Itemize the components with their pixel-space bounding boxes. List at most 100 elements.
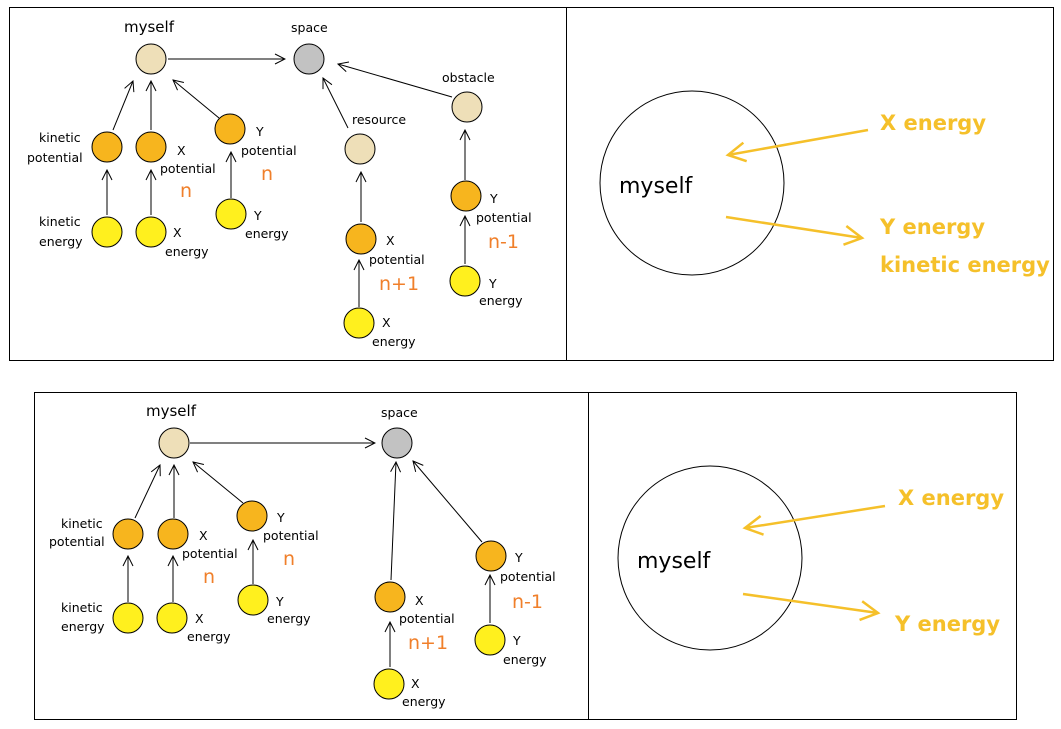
node-y-potential xyxy=(214,113,246,145)
label-obs-y-energy-line1: Y xyxy=(488,276,497,291)
node-space xyxy=(381,427,413,459)
label-res-x-potential-n: n+1 xyxy=(379,273,419,295)
label-x-potential-n: n xyxy=(203,566,215,588)
label-kinetic-potential-line2: potential xyxy=(27,150,83,165)
label-x-potential-n: n xyxy=(180,180,192,202)
label-x-potential-line2: potential xyxy=(182,546,238,561)
node-x-energy xyxy=(156,602,188,634)
label-res-x-potential-line1: X xyxy=(386,233,395,248)
top-x-energy-label: X energy xyxy=(880,111,986,135)
label-res-x-energy-line2: energy xyxy=(402,694,446,709)
label-y-energy-line2: energy xyxy=(267,611,311,626)
top-myself-circle xyxy=(599,90,785,276)
bottom-y-energy-label: Y energy xyxy=(894,612,1000,636)
node-kinetic-potential xyxy=(112,518,144,550)
label-y-energy-line2: energy xyxy=(245,226,289,241)
label-x-potential-line1: X xyxy=(199,528,208,543)
label-obs-y-potential-n: n-1 xyxy=(512,591,543,613)
node-resource xyxy=(344,133,376,165)
label-obs-y-energy-line1: Y xyxy=(512,633,521,648)
node-obs-y-energy xyxy=(449,265,481,297)
label-y-potential-line1: Y xyxy=(255,124,264,139)
top-myself-text: myself xyxy=(619,174,694,199)
label-obstacle: obstacle xyxy=(442,70,495,85)
label-kinetic-energy-line2: energy xyxy=(39,234,83,249)
node-obstacle xyxy=(451,91,483,123)
edge-kinetic-potential-to-myself xyxy=(112,81,133,131)
node-x-energy xyxy=(135,216,167,248)
label-y-energy-line1: Y xyxy=(253,208,262,223)
node-obs-y-potential xyxy=(450,180,482,212)
label-kinetic-energy-line1: kinetic xyxy=(39,214,81,229)
label-res-x-energy-line2: energy xyxy=(372,334,416,349)
label-x-energy-line1: X xyxy=(173,225,182,240)
label-obs-y-potential-line2: potential xyxy=(476,210,532,225)
bottom-myself-text: myself xyxy=(637,549,712,574)
node-kinetic-energy xyxy=(112,602,144,634)
top-kinetic-energy-label: kinetic energy xyxy=(880,253,1050,277)
edge-kinetic-potential-to-myself xyxy=(134,465,160,519)
bottom-x-energy-arrow xyxy=(742,504,886,536)
node-obs-y-energy xyxy=(474,624,506,656)
label-y-energy-line1: Y xyxy=(275,594,284,609)
label-y-potential-n: n xyxy=(261,163,273,185)
label-res-x-potential-line2: potential xyxy=(369,252,425,267)
bottom-y-energy-arrow xyxy=(742,592,881,622)
label-obs-y-energy-line2: energy xyxy=(503,652,547,667)
top-y-energy-arrow xyxy=(725,215,865,246)
edge-obs-y-potential-to-space xyxy=(413,461,483,543)
label-obs-y-potential-line2: potential xyxy=(500,569,556,584)
label-res-x-potential-line2: potential xyxy=(399,611,455,626)
label-x-energy-line2: energy xyxy=(187,629,231,644)
node-res-x-energy xyxy=(343,307,375,339)
label-kinetic-energy-line2: energy xyxy=(61,619,105,634)
node-space xyxy=(293,43,325,75)
label-y-potential-line2: potential xyxy=(241,143,297,158)
node-y-energy xyxy=(237,584,269,616)
label-kinetic-energy-line1: kinetic xyxy=(61,600,103,615)
node-x-potential xyxy=(157,518,189,550)
label-kinetic-potential-line1: kinetic xyxy=(61,516,103,531)
edge-y-potential-to-myself xyxy=(193,462,244,504)
label-space: space xyxy=(381,405,418,420)
label-res-x-energy-line1: X xyxy=(411,676,420,691)
node-x-potential xyxy=(135,131,167,163)
node-myself xyxy=(158,427,190,459)
edge-res-x-potential-to-space xyxy=(391,462,396,581)
label-res-x-energy-line1: X xyxy=(382,315,391,330)
top-y-energy-label: Y energy xyxy=(879,215,985,239)
label-myself: myself xyxy=(124,18,175,36)
bottom-myself-circle xyxy=(617,465,803,651)
edge-y-potential-to-myself xyxy=(173,80,220,119)
node-y-potential xyxy=(236,500,268,532)
label-y-potential-line1: Y xyxy=(276,510,285,525)
label-obs-y-potential-n: n-1 xyxy=(488,231,519,253)
label-res-x-potential-line1: X xyxy=(415,593,424,608)
label-res-x-potential-n: n+1 xyxy=(408,632,448,654)
label-kinetic-potential-line1: kinetic xyxy=(39,130,81,145)
label-x-energy-line2: energy xyxy=(165,244,209,259)
top-diagram: myself space resource obstacle kinetic p… xyxy=(9,7,1054,361)
node-y-energy xyxy=(215,198,247,230)
label-myself: myself xyxy=(146,402,197,420)
node-obs-y-potential xyxy=(475,540,507,572)
label-x-energy-line1: X xyxy=(195,611,204,626)
node-res-x-potential xyxy=(374,581,406,613)
node-kinetic-potential xyxy=(91,131,123,163)
edge-obstacle-to-space xyxy=(338,64,453,98)
edge-resource-to-space xyxy=(323,78,349,129)
label-x-potential-line1: X xyxy=(177,143,186,158)
node-kinetic-energy xyxy=(91,216,123,248)
label-kinetic-potential-line2: potential xyxy=(49,534,105,549)
label-obs-y-energy-line2: energy xyxy=(479,293,523,308)
node-res-x-potential xyxy=(345,223,377,255)
node-res-x-energy xyxy=(373,668,405,700)
label-space: space xyxy=(291,20,328,35)
label-y-potential-line2: potential xyxy=(263,528,319,543)
label-resource: resource xyxy=(352,112,406,127)
label-obs-y-potential-line1: Y xyxy=(514,550,523,565)
label-obs-y-potential-line1: Y xyxy=(489,191,498,206)
bottom-diagram: myself space kinetic potential kinetic e… xyxy=(34,392,1017,720)
top-x-energy-arrow xyxy=(725,128,869,163)
